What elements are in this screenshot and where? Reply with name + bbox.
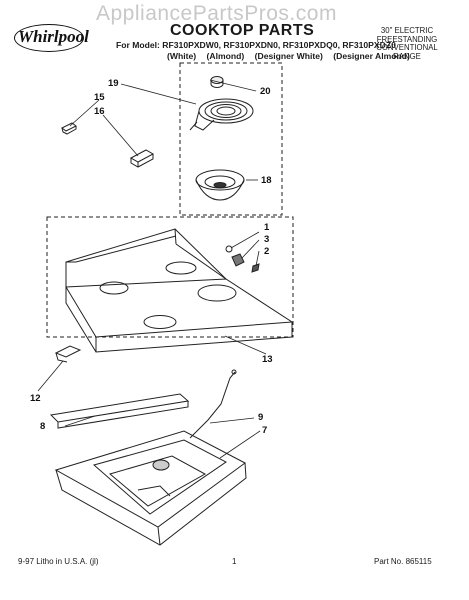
- terminal-block: [129, 149, 155, 168]
- callout-1: 1: [264, 222, 270, 233]
- callout-13: 13: [262, 354, 273, 365]
- callout-20: 20: [260, 86, 271, 97]
- footer-part-number: Part No. 865115: [374, 557, 432, 566]
- drip-bowl: [195, 169, 245, 201]
- range-type-line-4: RANGE: [393, 51, 421, 61]
- leader-lines: [37, 79, 267, 459]
- footer-page-number: 1: [232, 557, 237, 566]
- surface-element: [189, 98, 254, 131]
- callout-8: 8: [40, 421, 45, 432]
- footer-litho: 9-97 Litho in U.S.A. (jl): [18, 557, 99, 566]
- callout-2: 2: [264, 246, 269, 257]
- model-list: For Model: RF310PXDW0, RF310PXDN0, RF310…: [116, 40, 396, 50]
- callout-7: 7: [262, 425, 267, 436]
- callout-3: 3: [264, 234, 269, 245]
- range-type: 30" ELECTRIC FREESTANDING CONVENTIONAL R…: [368, 26, 446, 61]
- front-trim-strip: [49, 393, 190, 429]
- callout-9: 9: [258, 412, 263, 423]
- range-type-line-3: CONVENTIONAL: [376, 43, 438, 53]
- model-variants: (White) (Almond) (Designer White) (Desig…: [167, 51, 418, 61]
- variant-designer-white: (Designer White): [254, 51, 323, 61]
- range-type-line-1: 30" ELECTRIC: [380, 26, 434, 35]
- callout-12: 12: [30, 393, 41, 404]
- cooktop-group-box: [46, 216, 294, 338]
- brand-logo-ring: [14, 24, 84, 52]
- hinge-bracket: [54, 345, 82, 363]
- hardware-clip: [231, 253, 245, 267]
- page-title: COOKTOP PARTS: [170, 22, 315, 39]
- callout-18: 18: [261, 175, 272, 186]
- variant-designer-almond: (Designer Almond): [333, 51, 410, 61]
- bottom-pan: [54, 430, 247, 546]
- element-group-box: [179, 62, 283, 216]
- variant-almond: (Almond): [206, 51, 245, 61]
- callout-19: 19: [108, 78, 119, 89]
- hardware-grommet: [225, 245, 233, 253]
- callout-labels: 19 15 16 20 18 1 3 2 13 12 8 9 7: [30, 78, 273, 436]
- range-type-line-2: FREESTANDING: [376, 34, 438, 44]
- hardware-screw: [251, 263, 260, 273]
- watermark: AppliancePartsPros.com: [96, 2, 337, 25]
- terminal-clip: [61, 122, 77, 135]
- callout-16: 16: [94, 106, 105, 117]
- cooktop-panel: [65, 228, 294, 353]
- brand-logo: Whirlpool: [18, 27, 89, 46]
- callout-15: 15: [94, 92, 105, 103]
- support-rod: [189, 369, 237, 439]
- variant-white: (White): [167, 51, 197, 61]
